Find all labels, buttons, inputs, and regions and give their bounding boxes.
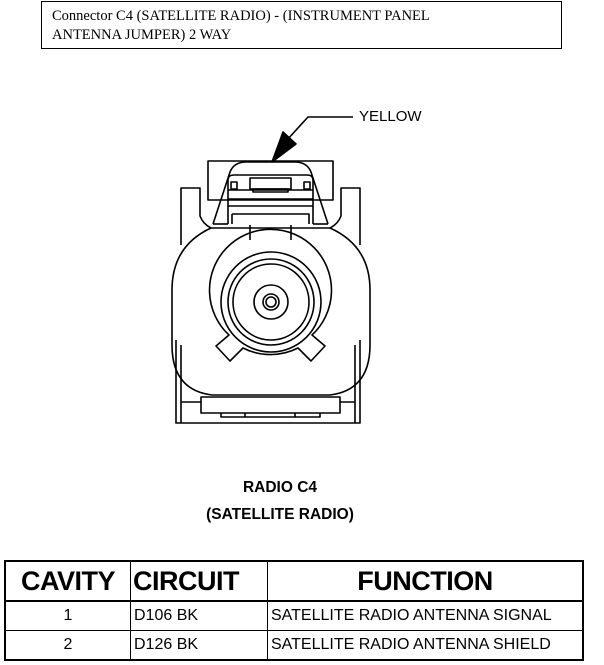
connector-caption-description: (SATELLITE RADIO) — [206, 506, 354, 523]
header-function: FUNCTION — [267, 560, 584, 602]
cell-circuit: D126 BK — [130, 630, 268, 661]
connector-title-line-2: ANTENNA JUMPER) 2 WAY — [52, 27, 232, 43]
table-row: 1 D106 BK SATELLITE RADIO ANTENNA SIGNAL — [4, 600, 584, 631]
connector-title-line-1: Connector C4 (SATELLITE RADIO) - (INSTRU… — [52, 8, 430, 24]
cell-circuit: D106 BK — [130, 600, 268, 631]
callout-leader-icon — [271, 116, 353, 163]
connector-caption-name: RADIO C4 — [242, 479, 318, 496]
cell-function: SATELLITE RADIO ANTENNA SIGNAL — [267, 600, 584, 631]
table-row: 2 D126 BK SATELLITE RADIO ANTENNA SHIELD — [4, 630, 584, 661]
header-cavity: CAVITY — [4, 560, 131, 602]
yellow-callout-label: YELLOW — [359, 108, 422, 125]
connector-face-drawing — [171, 116, 371, 424]
header-circuit: CIRCUIT — [130, 560, 268, 602]
pinout-table: CAVITY CIRCUIT FUNCTION 1 D106 BK SATELL… — [4, 560, 584, 661]
pinout-header-row: CAVITY CIRCUIT FUNCTION — [4, 560, 584, 602]
cell-cavity: 2 — [4, 630, 131, 661]
connector-title-box: Connector C4 (SATELLITE RADIO) - (INSTRU… — [41, 1, 562, 49]
cell-function: SATELLITE RADIO ANTENNA SHIELD — [267, 630, 584, 661]
cell-cavity: 1 — [4, 600, 131, 631]
